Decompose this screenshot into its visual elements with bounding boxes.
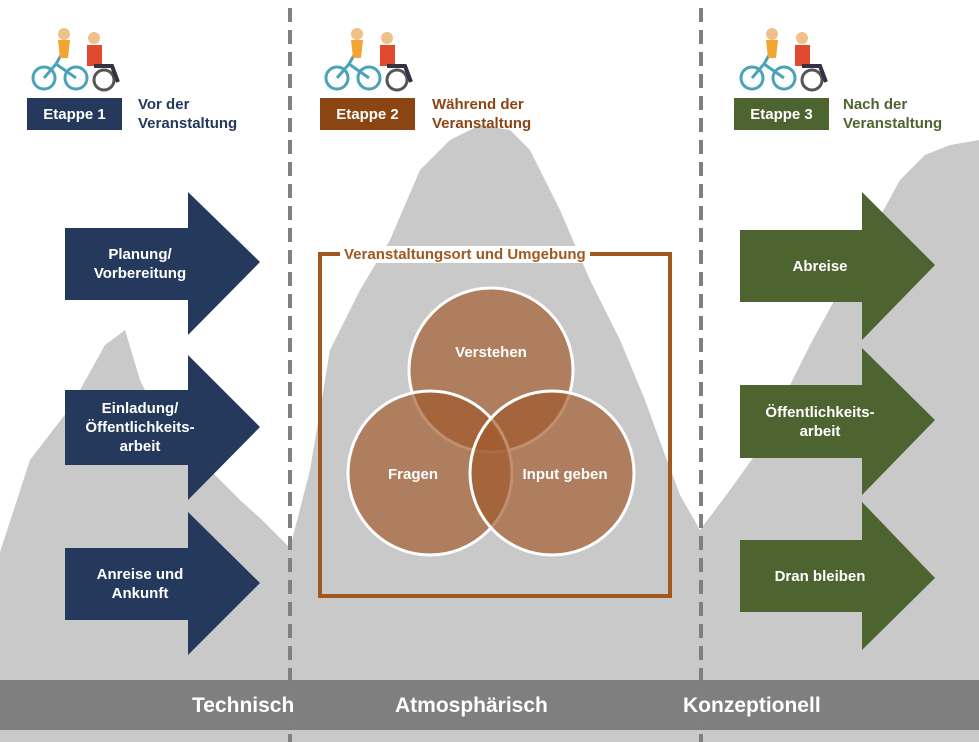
arrow-abreise-label: Abreise bbox=[792, 257, 848, 275]
stage-2-label: Während der Veranstaltung bbox=[432, 96, 532, 132]
stage-3-label: Nach der Veranstaltung bbox=[843, 96, 943, 132]
venue-title: Veranstaltungsort und Umgebung bbox=[340, 246, 590, 263]
bottom-label-konzeptionell: Konzeptionell bbox=[683, 694, 821, 717]
arrow-dran-bleiben bbox=[740, 502, 935, 650]
stage-3-badge: Etappe 3 bbox=[734, 98, 829, 130]
arrow-einladung-label: Einladung/ Öffentlichkeits- arbeit bbox=[85, 400, 195, 455]
bottom-bar bbox=[0, 680, 979, 730]
circle-input-geben-label: Input geben bbox=[522, 466, 608, 483]
arrow-anreise-label: Anreise und Ankunft bbox=[96, 566, 184, 602]
arrow-anreise bbox=[65, 512, 260, 655]
arrow-dran-bleiben-label: Dran bleiben bbox=[774, 567, 866, 585]
arrow-abreise bbox=[740, 192, 935, 340]
bottom-label-technisch: Technisch bbox=[192, 694, 295, 717]
circle-input-geben bbox=[468, 389, 636, 557]
arrow-oeffentlichkeit bbox=[740, 348, 935, 495]
stage-2-badge: Etappe 2 bbox=[320, 98, 415, 130]
arrow-oeffentlichkeit-label: Öffentlichkeits- arbeit bbox=[765, 403, 875, 440]
bike-wheelchair-icon bbox=[324, 28, 413, 92]
bike-wheelchair-icon bbox=[739, 28, 828, 92]
arrow-planung bbox=[65, 192, 260, 335]
circle-fragen-label: Fragen bbox=[387, 466, 438, 483]
arrow-planung-label: Planung/ Vorbereitung bbox=[93, 246, 187, 282]
arrow-einladung bbox=[65, 355, 260, 500]
stage-1-label: Vor der Veranstaltung bbox=[138, 96, 238, 132]
stage-1-badge: Etappe 1 bbox=[27, 98, 122, 130]
circle-verstehen-label: Verstehen bbox=[455, 344, 527, 361]
bike-wheelchair-icon bbox=[31, 28, 120, 92]
bottom-label-atmosphaerisch: Atmosphärisch bbox=[395, 694, 548, 717]
